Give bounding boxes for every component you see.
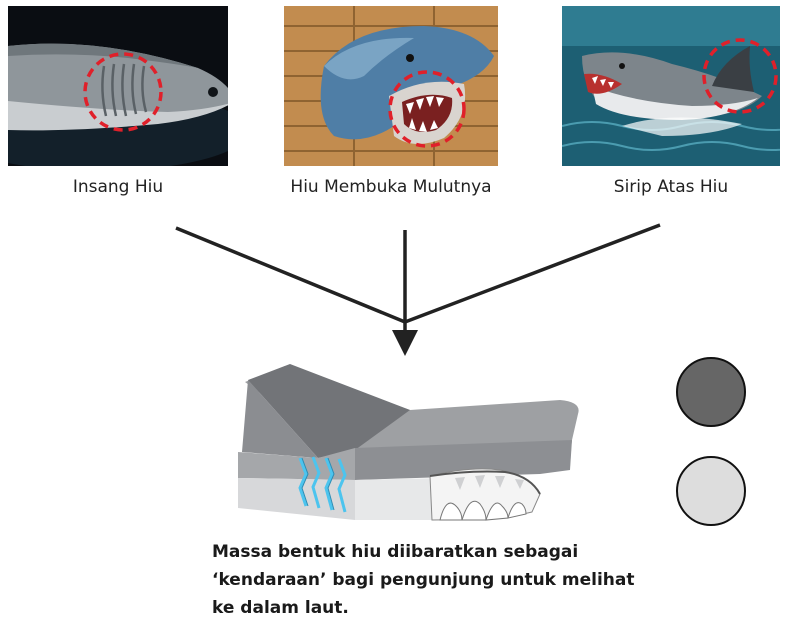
caption-shark-dorsal-fin: Sirip Atas Hiu (562, 177, 780, 197)
photo-shark-open-mouth (284, 6, 498, 166)
connector-right (405, 225, 660, 322)
caption-shark-gills: Insang Hiu (8, 177, 228, 197)
caption-shark-open-mouth: Hiu Membuka Mulutnya (284, 177, 498, 197)
swatch-dark-gray (676, 357, 746, 427)
description-line-1: Massa bentuk hiu diibaratkan sebagai (212, 538, 652, 566)
shark-gills-icon (8, 6, 228, 166)
description-line-3: ke dalam laut. (212, 594, 652, 622)
swatch-light-gray (676, 456, 746, 526)
photo-shark-dorsal-fin (562, 6, 780, 166)
photo-shark-gills (8, 6, 228, 166)
arrow-head-icon (392, 330, 418, 356)
shark-dorsal-fin-icon (562, 6, 780, 166)
description-text: Massa bentuk hiu diibaratkan sebagai ‘ke… (212, 538, 652, 622)
description-line-2: ‘kendaraan’ bagi pengunjung untuk meliha… (212, 566, 652, 594)
shark-open-mouth-icon (284, 6, 498, 166)
connector-left (176, 228, 405, 322)
